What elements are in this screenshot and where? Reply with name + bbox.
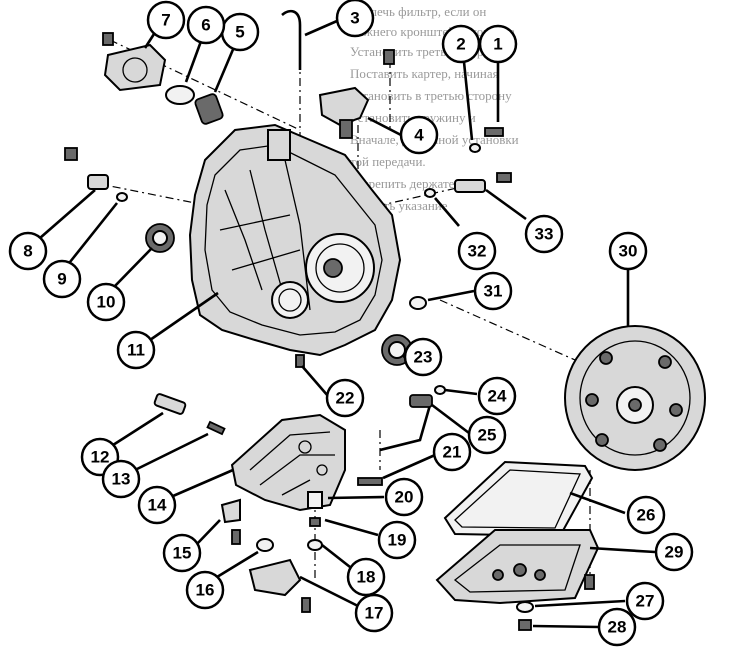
- svg-text:27: 27: [636, 592, 655, 611]
- oil-seal-10: [145, 223, 175, 253]
- svg-text:19: 19: [388, 531, 407, 550]
- o-ring-31: [409, 296, 427, 310]
- svg-text:23: 23: [414, 348, 433, 367]
- svg-text:25: 25: [478, 426, 497, 445]
- svg-text:2: 2: [456, 35, 465, 54]
- callout-14: 14: [137, 485, 177, 525]
- callout-11: 11: [116, 330, 156, 370]
- callout-19: 19: [377, 520, 417, 560]
- svg-text:6: 6: [201, 16, 210, 35]
- svg-text:7: 7: [161, 11, 170, 30]
- callout-7: 7: [146, 0, 186, 40]
- callout-30: 30: [608, 231, 648, 271]
- svg-text:28: 28: [608, 618, 627, 637]
- callout-28: 28: [597, 607, 637, 647]
- callout-10: 10: [86, 282, 126, 322]
- pipe-21-25: [357, 385, 446, 486]
- filter-5: [194, 93, 224, 125]
- callout-22: 22: [325, 378, 365, 418]
- callout-18: 18: [346, 557, 386, 597]
- svg-text:14: 14: [148, 496, 167, 515]
- solenoid-12-spring-13: [153, 393, 226, 436]
- switch-8-seal-9: [64, 147, 128, 202]
- svg-text:10: 10: [97, 293, 116, 312]
- valve-body-14: [230, 413, 346, 512]
- callout-9: 9: [42, 259, 82, 299]
- oil-pan-29: [435, 529, 600, 605]
- callout-27: 27: [625, 581, 665, 621]
- callout-31: 31: [473, 271, 513, 311]
- svg-text:31: 31: [484, 282, 503, 301]
- bolt-1-washer-2: [469, 127, 504, 153]
- callout-16: 16: [185, 570, 225, 610]
- svg-text:11: 11: [127, 341, 145, 360]
- svg-text:12: 12: [91, 448, 110, 467]
- svg-text:4: 4: [414, 126, 424, 145]
- svg-text:3: 3: [350, 9, 359, 28]
- bracket-15: [220, 498, 241, 545]
- callout-21: 21: [432, 432, 472, 472]
- callout-20: 20: [384, 477, 424, 517]
- callout-23: 23: [403, 337, 443, 377]
- torque-converter-30: [564, 325, 706, 471]
- svg-text:33: 33: [535, 225, 554, 244]
- callout-5: 5: [220, 12, 260, 52]
- o-ring-6: [165, 85, 195, 105]
- callout-13: 13: [101, 459, 141, 499]
- callout-25: 25: [467, 415, 507, 455]
- callout-24: 24: [477, 376, 517, 416]
- svg-text:13: 13: [112, 470, 131, 489]
- callout-3: 3: [335, 0, 375, 38]
- callout-29: 29: [654, 532, 694, 572]
- callout-15: 15: [162, 533, 202, 573]
- callout-6: 6: [186, 5, 226, 45]
- callout-1: 1: [478, 24, 518, 64]
- background-text-line: той передачи.: [350, 154, 426, 169]
- transmission-housing: [188, 123, 402, 357]
- speed-sensor-33-seal-32: [424, 172, 512, 198]
- gasket-26: [443, 460, 594, 538]
- svg-text:8: 8: [23, 242, 32, 261]
- background-text-line: Извлечь фильтр, если он: [350, 4, 487, 19]
- callout-2: 2: [441, 24, 481, 64]
- svg-text:16: 16: [196, 581, 215, 600]
- svg-text:21: 21: [443, 443, 462, 462]
- svg-text:20: 20: [395, 488, 414, 507]
- oil-strainer-17-seal-16: [248, 538, 311, 613]
- svg-text:29: 29: [665, 543, 684, 562]
- bolt-22: [295, 354, 305, 368]
- svg-text:17: 17: [365, 604, 384, 623]
- callout-26: 26: [626, 495, 666, 535]
- svg-text:30: 30: [619, 242, 638, 261]
- callout-4: 4: [399, 115, 439, 155]
- valve-parts-18-19-20: [307, 491, 323, 551]
- svg-text:24: 24: [488, 387, 507, 406]
- callout-32: 32: [457, 231, 497, 271]
- svg-text:22: 22: [336, 389, 355, 408]
- background-text-line: Поставить картер, начиная: [350, 66, 499, 81]
- svg-text:1: 1: [493, 35, 502, 54]
- svg-text:32: 32: [468, 242, 487, 261]
- svg-text:5: 5: [235, 23, 244, 42]
- callout-33: 33: [524, 214, 564, 254]
- callout-leaders: [39, 19, 656, 629]
- svg-text:26: 26: [637, 506, 656, 525]
- sensor-4: [318, 49, 395, 139]
- callout-8: 8: [8, 231, 48, 271]
- svg-text:9: 9: [57, 270, 66, 289]
- svg-text:15: 15: [173, 544, 192, 563]
- callout-17: 17: [354, 593, 394, 633]
- drain-plug-28-washer-27: [516, 574, 595, 631]
- breather-tube-3: [281, 9, 302, 70]
- cover-plate-7: [102, 32, 167, 92]
- background-text-line: Закрепить держатель: [350, 176, 467, 191]
- svg-text:18: 18: [357, 568, 376, 587]
